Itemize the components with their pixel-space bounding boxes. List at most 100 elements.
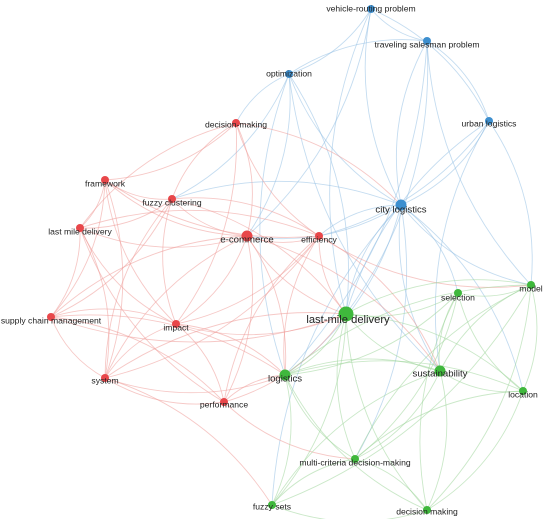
- edge-ec-sys: [104, 235, 248, 379]
- node-city[interactable]: [395, 199, 407, 211]
- edge-dm-fc: [171, 122, 237, 200]
- edge-fw-ec: [104, 179, 248, 237]
- edge-lastmile-mcdm: [336, 313, 356, 460]
- node-label-urban: urban logistics: [462, 118, 517, 128]
- edge-fw-imp: [104, 179, 177, 325]
- edge-imp-log: [175, 323, 286, 376]
- node-sel[interactable]: [454, 289, 462, 297]
- node-dmk[interactable]: [423, 506, 431, 514]
- node-mcdm[interactable]: [351, 455, 359, 463]
- node-opt[interactable]: [285, 70, 293, 78]
- edge-opt-sust: [288, 73, 441, 372]
- node-scm[interactable]: [47, 313, 55, 321]
- edge-fw-lmd: [79, 179, 106, 229]
- node-label-city: city logistics: [375, 205, 426, 216]
- edge-sust-fs: [271, 370, 441, 506]
- node-label-perf: performance: [200, 399, 248, 409]
- edge-fs-dmk: [271, 504, 428, 519]
- edge-log-sust: [284, 358, 441, 376]
- node-layer: [47, 5, 535, 514]
- edge-dm-city: [235, 122, 402, 206]
- edge-fc-lastmile: [171, 198, 347, 315]
- edge-scm-lastmile: [50, 313, 347, 343]
- node-dm[interactable]: [232, 119, 240, 127]
- edge-loc-dmk: [426, 390, 524, 511]
- node-imp[interactable]: [172, 320, 180, 328]
- edge-fw-scm: [50, 179, 106, 318]
- node-tsp[interactable]: [423, 37, 431, 45]
- edge-opt-fc: [171, 73, 290, 200]
- edge-model-mcdm: [354, 284, 532, 460]
- node-model[interactable]: [527, 281, 535, 289]
- edge-model-log: [284, 284, 532, 376]
- node-loc[interactable]: [519, 387, 527, 395]
- node-label-sust: sustainability: [413, 369, 468, 380]
- edge-mcdm-dmk: [354, 458, 428, 511]
- edge-ec-log: [246, 235, 287, 376]
- edge-lastmile-sel: [345, 292, 459, 317]
- node-vrp[interactable]: [367, 5, 375, 13]
- edge-layer: [50, 8, 538, 519]
- edge-scm-sys: [50, 316, 106, 379]
- edge-urban-lastmile: [345, 120, 490, 315]
- edge-fc-ec: [171, 198, 248, 237]
- edge-urban-model: [488, 120, 533, 286]
- edge-perf-mcdm: [223, 401, 356, 460]
- edge-city-model: [400, 204, 532, 286]
- edge-opt-dm: [235, 73, 290, 124]
- edge-dm-ec: [235, 122, 253, 237]
- node-label-sel: selection: [441, 292, 475, 302]
- edge-imp-perf: [175, 323, 225, 403]
- edge-urban-eff: [318, 120, 490, 237]
- edge-sys-log: [104, 374, 286, 394]
- edge-eff-perf: [223, 235, 320, 403]
- node-label-scm: supply chain management: [1, 315, 102, 325]
- node-fw[interactable]: [101, 176, 109, 184]
- edge-lastmile-log: [284, 313, 347, 376]
- edge-imp-lastmile: [175, 313, 347, 336]
- node-urban[interactable]: [485, 117, 493, 125]
- node-log[interactable]: [279, 369, 291, 381]
- edge-opt-city: [288, 73, 402, 206]
- node-ec[interactable]: [241, 230, 253, 242]
- edge-lastmile-model: [345, 279, 532, 315]
- edge-dm-fw: [104, 122, 237, 181]
- edge-sust-dmk: [426, 370, 448, 511]
- edge-sel-mcdm: [354, 292, 459, 460]
- node-lmd[interactable]: [76, 224, 84, 232]
- edge-ec-scm: [50, 235, 248, 318]
- edge-loc-mcdm: [354, 390, 524, 460]
- edge-sust-mcdm: [354, 370, 441, 460]
- edge-tsp-model: [426, 40, 532, 286]
- edge-eff-imp: [175, 235, 320, 325]
- node-fc[interactable]: [168, 195, 176, 203]
- node-sust[interactable]: [434, 365, 446, 377]
- edge-sys-lastmile: [104, 312, 347, 379]
- edge-eff-model: [318, 235, 532, 288]
- edge-city-lastmile: [345, 204, 402, 315]
- node-perf[interactable]: [220, 398, 228, 406]
- edge-eff-sys: [104, 235, 320, 379]
- node-eff[interactable]: [315, 232, 323, 240]
- node-sys[interactable]: [101, 374, 109, 382]
- edge-fc-scm: [50, 198, 173, 318]
- node-label-dm: decision-making: [205, 119, 267, 129]
- edge-lastmile-sust: [345, 313, 441, 372]
- edge-fw-eff: [104, 179, 320, 238]
- edge-ec-imp: [175, 235, 248, 325]
- edge-log-fs: [271, 374, 292, 506]
- edge-sys-perf: [104, 377, 225, 405]
- node-lastmile[interactable]: [338, 306, 354, 322]
- edge-sel-log: [284, 292, 459, 376]
- edge-city-fs: [271, 204, 402, 506]
- edge-tsp-opt: [288, 39, 428, 75]
- edge-fw-sys: [104, 179, 124, 379]
- node-fs[interactable]: [268, 501, 276, 509]
- edge-dm-imp: [175, 122, 237, 325]
- edge-log-mcdm: [284, 374, 356, 460]
- edge-log-loc: [284, 360, 524, 392]
- edge-sel-dmk: [419, 292, 459, 511]
- edge-model-loc: [522, 284, 538, 392]
- edge-lmd-sys: [79, 227, 110, 379]
